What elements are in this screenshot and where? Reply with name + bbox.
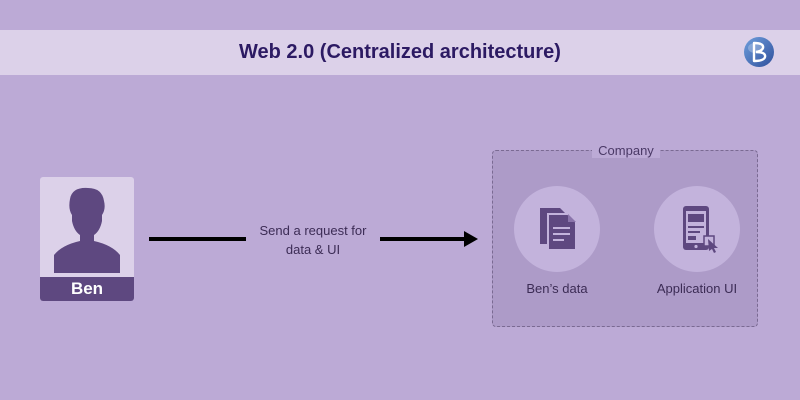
user-card: Ben (40, 177, 134, 301)
company-label-wrap: Company (493, 142, 759, 160)
company-label: Company (592, 143, 660, 158)
request-label: Send a request for data & UI (259, 223, 367, 257)
user-name: Ben (40, 277, 134, 301)
bens-data-node (514, 186, 600, 272)
header-banner: Web 2.0 (Centralized architecture) (0, 30, 800, 75)
application-ui-node (654, 186, 740, 272)
brand-logo-icon (744, 37, 774, 67)
page-title: Web 2.0 (Centralized architecture) (239, 41, 561, 63)
mobile-ui-icon (683, 206, 718, 253)
documents-icon (540, 208, 577, 251)
application-ui-label: Application UI (656, 281, 738, 296)
company-container: Company Ben’s data Application UI (492, 143, 758, 327)
user-avatar-icon (54, 187, 120, 273)
bens-data-label: Ben’s data (526, 281, 588, 296)
arrow-head (464, 231, 478, 247)
